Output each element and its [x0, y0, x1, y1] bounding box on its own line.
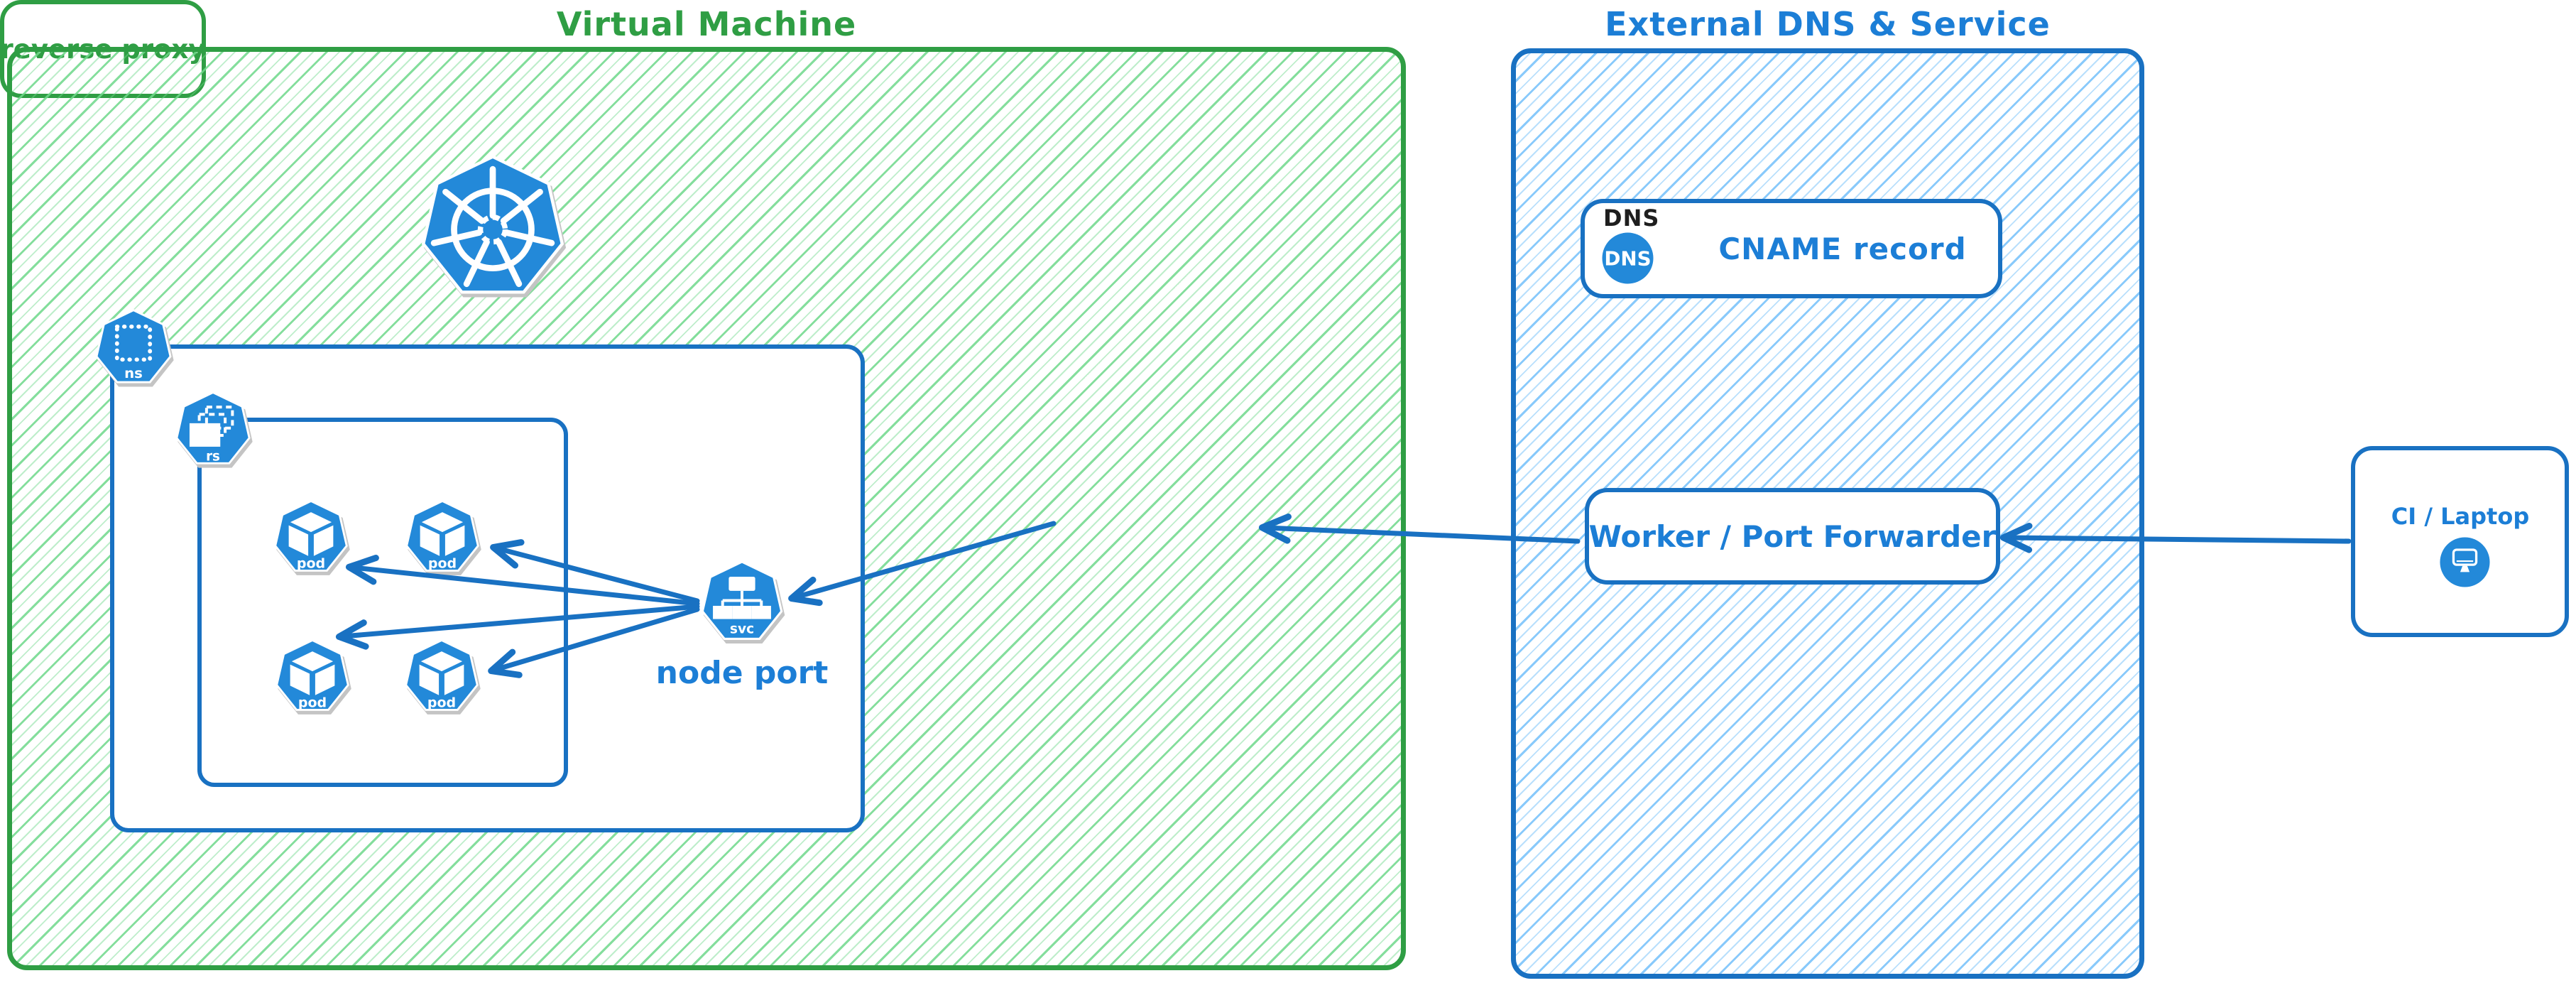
worker-box: Worker / Port Forwarder [1585, 488, 2000, 585]
service-icon: svc [701, 560, 783, 640]
pod-icon-label: pod [427, 695, 456, 711]
pod-icon-label: pod [298, 695, 327, 711]
virtual-machine-title: Virtual Machine [556, 5, 857, 43]
pod-icon: pod [274, 499, 348, 572]
namespace-icon: ns [95, 309, 172, 384]
pod-icon-label: pod [297, 556, 325, 572]
worker-label: Worker / Port Forwarder [1588, 518, 1997, 554]
kubernetes-icon [421, 155, 564, 294]
service-icon-label: svc [730, 621, 754, 636]
namespace-icon-label: ns [124, 365, 143, 381]
pod-icon: pod [405, 499, 479, 572]
replicaset-icon: rs [175, 391, 251, 465]
external-dns-title: External DNS & Service [1605, 5, 2051, 43]
monitor-icon [2440, 537, 2490, 587]
cname-record-label: CNAME record [1718, 231, 1967, 266]
node-port-label: node port [655, 655, 829, 691]
dns-icon-label: DNS [1604, 246, 1651, 270]
pod-icon-label: pod [428, 556, 457, 572]
dns-record-tag: DNS [1603, 205, 1660, 232]
ci-laptop-label: CI / Laptop [2391, 503, 2530, 530]
pod-icon: pod [405, 639, 479, 711]
dns-icon: DNS [1602, 232, 1654, 284]
replicaset-box [197, 418, 568, 787]
replicaset-icon-label: rs [206, 449, 220, 464]
pod-icon: pod [275, 639, 349, 711]
